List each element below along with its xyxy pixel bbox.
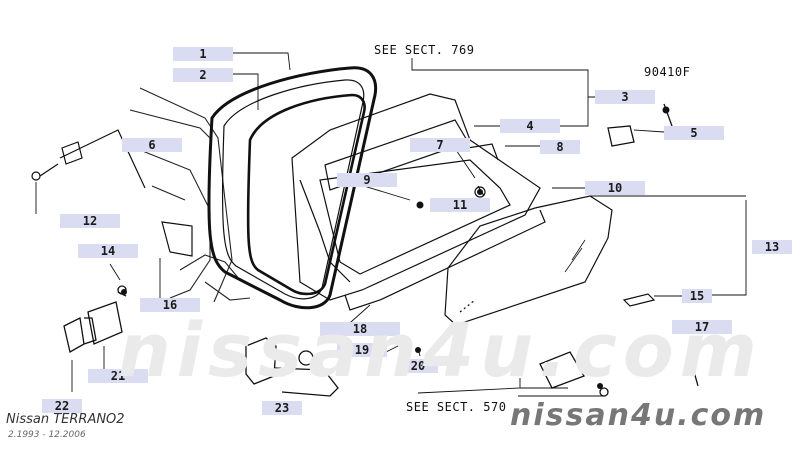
latch-bracket bbox=[607, 103, 673, 147]
callout-7[interactable]: 7 bbox=[410, 138, 470, 152]
see-section-570[interactable]: SEE SECT. 570 bbox=[406, 400, 507, 414]
back-door-glass bbox=[444, 195, 613, 326]
leader-lines bbox=[35, 52, 747, 397]
callout-23[interactable]: 23 bbox=[262, 401, 302, 415]
callout-1[interactable]: 1 bbox=[173, 47, 233, 61]
watermark-corner: nissan4u.com bbox=[510, 398, 767, 433]
small-fasteners bbox=[121, 106, 670, 389]
see-section-769[interactable]: SEE SECT. 769 bbox=[374, 43, 475, 57]
vehicle-years: 2.1993 - 12.2006 bbox=[8, 430, 86, 440]
callout-11[interactable]: 11 bbox=[430, 198, 490, 212]
callout-18[interactable]: 18 bbox=[320, 322, 400, 336]
callout-16[interactable]: 16 bbox=[140, 298, 200, 312]
hinge-assembly bbox=[63, 285, 127, 353]
callout-14[interactable]: 14 bbox=[78, 244, 138, 258]
callout-8[interactable]: 8 bbox=[540, 140, 580, 154]
callout-9[interactable]: 9 bbox=[337, 173, 397, 187]
vehicle-body-outline bbox=[129, 87, 251, 303]
door-lock bbox=[539, 349, 699, 397]
callout-13[interactable]: 13 bbox=[752, 240, 792, 254]
callout-15[interactable]: 15 bbox=[682, 289, 712, 303]
callout-3[interactable]: 3 bbox=[595, 90, 655, 104]
weatherstrip-seals bbox=[207, 66, 378, 310]
callout-22[interactable]: 22 bbox=[42, 399, 82, 413]
callout-21[interactable]: 21 bbox=[88, 369, 148, 383]
hinge-plate bbox=[161, 221, 193, 257]
check-link bbox=[245, 337, 339, 397]
trim-cover bbox=[622, 293, 656, 307]
callout-2[interactable]: 2 bbox=[173, 68, 233, 82]
part-code-90410f: 90410F bbox=[644, 65, 691, 79]
gas-stay bbox=[31, 129, 146, 189]
callout-12[interactable]: 12 bbox=[60, 214, 120, 228]
callout-4[interactable]: 4 bbox=[500, 119, 560, 133]
callout-10[interactable]: 10 bbox=[585, 181, 645, 195]
callout-6[interactable]: 6 bbox=[122, 138, 182, 152]
callout-5[interactable]: 5 bbox=[664, 126, 724, 140]
callout-19[interactable]: 19 bbox=[337, 343, 387, 357]
callout-20[interactable]: 20 bbox=[398, 359, 438, 373]
watermark-center: nissan4u.com bbox=[118, 308, 763, 394]
vehicle-model: Nissan TERRANO2 bbox=[6, 412, 125, 427]
callout-17[interactable]: 17 bbox=[672, 320, 732, 334]
